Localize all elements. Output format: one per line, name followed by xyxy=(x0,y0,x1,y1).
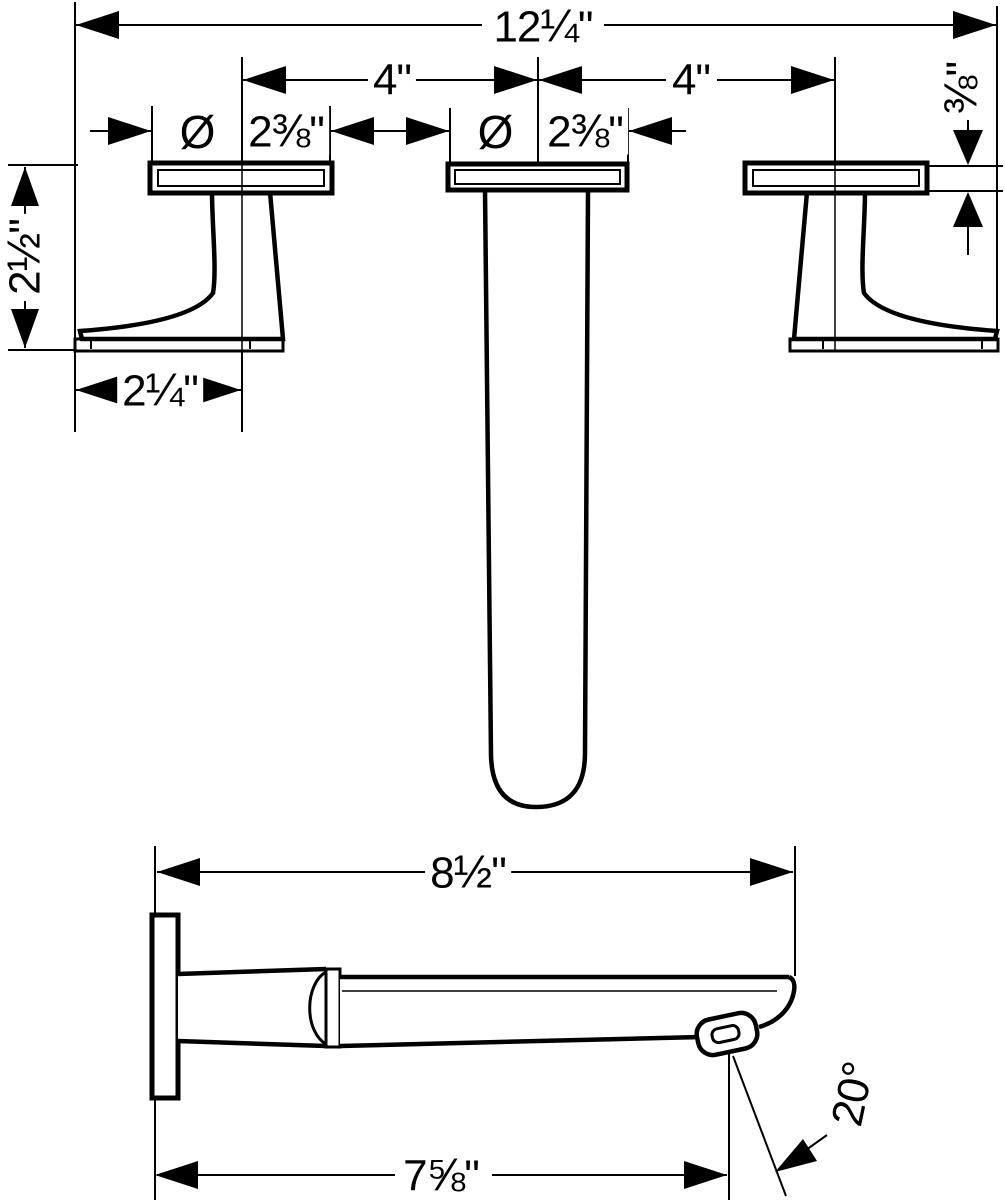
dim-fraction: ½ xyxy=(0,233,50,272)
dim-value: 2 xyxy=(547,107,572,157)
left-handle xyxy=(73,160,335,432)
dim-escutcheon-diameter-left: 2⅜" xyxy=(243,104,329,157)
dim-value: 7 xyxy=(403,1151,428,1200)
dim-fraction: ¼ xyxy=(540,0,579,52)
spout-cone-arc xyxy=(308,970,327,1046)
dim-unit: " xyxy=(0,219,50,234)
diameter-icon: Ø xyxy=(477,106,514,158)
dim-total-width: 12¼" xyxy=(488,0,598,52)
spout-tube xyxy=(482,189,591,810)
dim-unit: " xyxy=(695,55,711,105)
angle-arrow xyxy=(775,1139,817,1172)
dim-spout-projection: 7⅝" xyxy=(398,1148,484,1200)
right-handle xyxy=(742,160,1000,353)
angle-reference-line xyxy=(732,1055,787,1197)
dim-fraction: ⅜ xyxy=(934,76,987,115)
side-view-dimension-lines xyxy=(154,846,828,1200)
dim-unit: " xyxy=(937,61,987,77)
spout-front-view xyxy=(445,161,630,810)
dim-value: 12 xyxy=(493,2,541,52)
dim-value: 8 xyxy=(430,848,455,898)
right-handle-lever xyxy=(791,189,1000,342)
dim-value: 2 xyxy=(0,271,50,295)
dim-fraction: ½ xyxy=(453,845,493,898)
dim-fraction: ⅝ xyxy=(426,1148,466,1200)
right-handle-escutcheon xyxy=(742,160,930,196)
spout-side-view xyxy=(149,912,797,1101)
dim-handle-base-width: 2¼" xyxy=(117,363,203,416)
spout-aerator-outlet xyxy=(710,1024,741,1045)
dim-value: 2 xyxy=(248,107,273,157)
dim-unit: " xyxy=(577,2,594,52)
left-handle-lever xyxy=(77,189,286,342)
dim-unit: " xyxy=(309,107,325,157)
spout-joint-ring xyxy=(324,967,342,1049)
dim-unit: " xyxy=(491,848,507,898)
wall-plate xyxy=(149,912,181,1101)
top-view-dimension-lines xyxy=(11,11,996,404)
diameter-symbol-left: Ø xyxy=(174,106,220,158)
dim-plate-thickness: ⅜" xyxy=(934,56,987,120)
diameter-symbol-center: Ø xyxy=(472,106,518,158)
dim-escutcheon-diameter-center: 2⅜" xyxy=(542,104,628,157)
dim-handle-height: 2½" xyxy=(0,214,50,300)
left-handle-escutcheon xyxy=(147,160,335,196)
dim-fraction: ⅜ xyxy=(570,104,610,157)
dim-unit: " xyxy=(396,55,412,105)
dim-value: 4 xyxy=(671,55,697,105)
spout-escutcheon xyxy=(445,161,630,193)
dim-fraction: ¼ xyxy=(145,363,185,416)
dim-spout-overall-length: 8½" xyxy=(425,845,511,898)
dim-spacing-right: 4" xyxy=(666,55,716,105)
dim-value: 2 xyxy=(122,366,147,416)
dim-spacing-left: 4" xyxy=(367,55,417,105)
diameter-icon: Ø xyxy=(179,106,216,158)
dim-unit: " xyxy=(464,1151,480,1200)
dim-fraction: ⅜ xyxy=(271,104,311,157)
dim-value: 4 xyxy=(372,55,398,105)
dim-unit: " xyxy=(608,107,624,157)
dim-unit: " xyxy=(183,366,199,416)
